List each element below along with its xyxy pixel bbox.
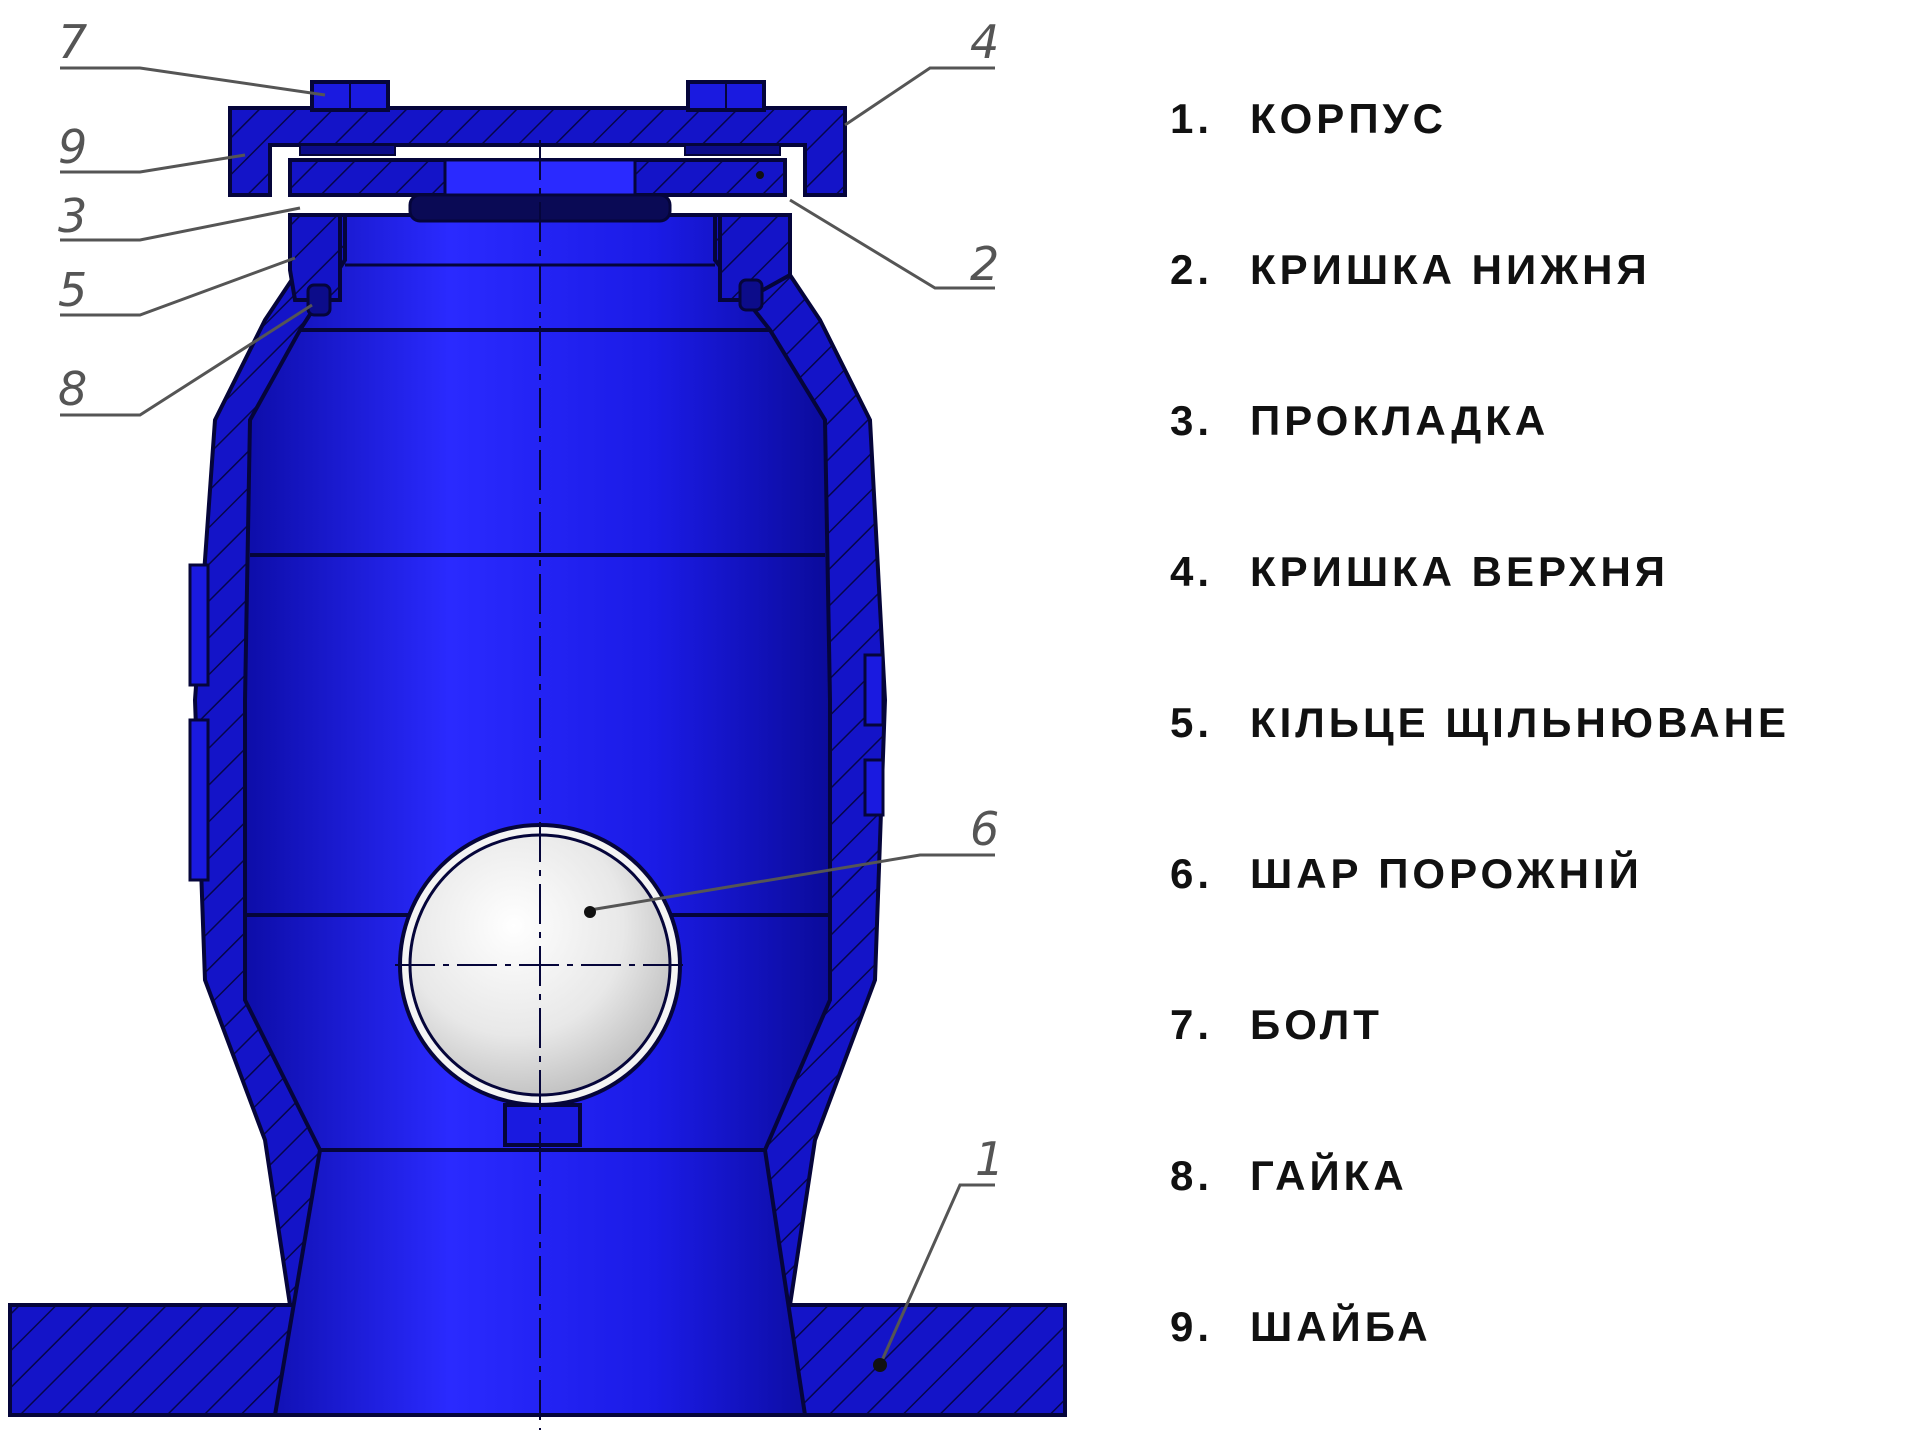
upper-cover: [228, 106, 847, 197]
washers: [299, 144, 781, 156]
legend-label: КРИШКА ВЕРХНЯ: [1250, 548, 1669, 595]
callout-7: 7: [58, 15, 87, 69]
legend-item: 9. ШАЙБА: [1170, 1303, 1870, 1454]
legend-number: 8.: [1170, 1152, 1214, 1199]
legend-label: ПРОКЛАДКА: [1250, 397, 1550, 444]
callout-5: 5: [58, 263, 87, 317]
legend-item: 2. КРИШКА НИЖНЯ: [1170, 246, 1870, 397]
callout-4: 4: [970, 15, 999, 69]
legend-item: 3. ПРОКЛАДКА: [1170, 397, 1870, 548]
legend-item: 5. КІЛЬЦЕ ЩІЛЬНЮВАНЕ: [1170, 699, 1870, 850]
legend-label: БОЛТ: [1250, 1001, 1383, 1048]
legend-label: ШАР ПОРОЖНІЙ: [1250, 850, 1643, 897]
lower-cover: [288, 158, 787, 197]
legend-number: 9.: [1170, 1303, 1214, 1350]
legend-number: 3.: [1170, 397, 1214, 444]
callout-2: 2: [970, 237, 999, 291]
housing-body: [8, 213, 1067, 1417]
legend-number: 6.: [1170, 850, 1214, 897]
legend-number: 5.: [1170, 699, 1214, 746]
legend-label: КРИШКА НИЖНЯ: [1250, 246, 1651, 293]
valve-cross-section-diagram: 7 9 3 5 8 4 2 6 1: [8, 15, 1067, 1430]
seal-ring-and-nuts: [288, 213, 792, 317]
legend-label: ГАЙКА: [1250, 1152, 1408, 1199]
legend-number: 2.: [1170, 246, 1214, 293]
parts-legend: 1. КОРПУС 2. КРИШКА НИЖНЯ 3. ПРОКЛАДКА 4. КР…: [1170, 95, 1870, 1454]
legend-item: 4. КРИШКА ВЕРХНЯ: [1170, 548, 1870, 699]
legend-item: 6. ШАР ПОРОЖНІЙ: [1170, 850, 1870, 1001]
legend-label: КІЛЬЦЕ ЩІЛЬНЮВАНЕ: [1250, 699, 1791, 746]
legend-item: 1. КОРПУС: [1170, 95, 1870, 246]
callout-8: 8: [58, 362, 87, 416]
bolts: [310, 80, 766, 112]
legend-number: 7.: [1170, 1001, 1214, 1048]
legend-label: КОРПУС: [1250, 95, 1447, 142]
callout-3: 3: [58, 189, 87, 243]
legend-item: 7. БОЛТ: [1170, 1001, 1870, 1152]
leader-lines: [60, 66, 995, 1366]
legend-label: ШАЙБА: [1250, 1303, 1432, 1350]
callout-9: 9: [58, 120, 87, 174]
legend-number: 1.: [1170, 95, 1214, 142]
legend-item: 8. ГАЙКА: [1170, 1152, 1870, 1303]
callout-1: 1: [975, 1132, 1004, 1186]
legend-number: 4.: [1170, 548, 1214, 595]
center-lines: [395, 140, 685, 1430]
callout-6: 6: [970, 802, 999, 856]
